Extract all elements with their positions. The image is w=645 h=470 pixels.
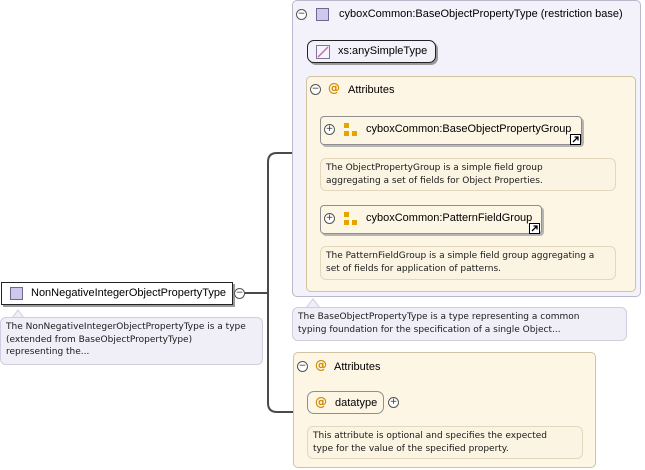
attributes-icon: @: [328, 81, 340, 95]
attribute-node[interactable]: @ datatype: [307, 391, 384, 414]
attribute-group-description: The PatternFieldGroup is a simple field …: [320, 246, 616, 280]
expand-button[interactable]: +: [324, 213, 335, 224]
reference-link-icon[interactable]: [529, 223, 540, 234]
attribute-group-node[interactable]: [320, 116, 582, 145]
attribute-group-name: cyboxCommon:BaseObjectPropertyGroup: [366, 123, 572, 135]
expand-button[interactable]: +: [324, 124, 335, 135]
attribute-description: This attribute is optional and specifies…: [307, 426, 583, 459]
simple-type-icon: [316, 45, 330, 59]
attribute-group-icon: [344, 123, 358, 137]
base-attributes-collapse-button[interactable]: −: [310, 84, 321, 95]
base-collapse-button[interactable]: −: [296, 9, 307, 20]
root-type-name: NonNegativeIntegerObjectPropertyType: [31, 287, 227, 299]
attribute-group-node[interactable]: [320, 205, 542, 234]
complex-type-icon: [10, 287, 23, 300]
attribute-name: datatype: [335, 397, 378, 409]
attribute-group-name: cyboxCommon:PatternFieldGroup: [366, 212, 533, 224]
attribute-group-icon: [344, 212, 358, 226]
extension-attributes-collapse-button[interactable]: −: [297, 361, 308, 372]
attribute-group-description: The ObjectPropertyGroup is a simple fiel…: [320, 158, 616, 191]
base-attributes-label: Attributes: [348, 84, 395, 96]
root-collapse-button[interactable]: −: [234, 288, 245, 299]
reference-link-icon[interactable]: [570, 134, 581, 145]
simple-type-node[interactable]: xs:anySimpleType: [307, 40, 436, 63]
root-description: The NonNegativeIntegerObjectPropertyType…: [0, 317, 263, 365]
simple-type-name: xs:anySimpleType: [338, 45, 428, 57]
complex-type-icon: [316, 8, 329, 21]
extension-attributes-label: Attributes: [334, 361, 381, 373]
base-type-title: cyboxCommon:BaseObjectPropertyType (rest…: [339, 8, 623, 20]
attributes-icon: @: [315, 358, 327, 372]
attribute-expand-button[interactable]: +: [388, 397, 399, 408]
root-type-node[interactable]: NonNegativeIntegerObjectPropertyType: [1, 282, 233, 305]
base-type-description: The BaseObjectPropertyType is a type rep…: [292, 307, 627, 341]
attribute-icon: @: [315, 395, 327, 409]
